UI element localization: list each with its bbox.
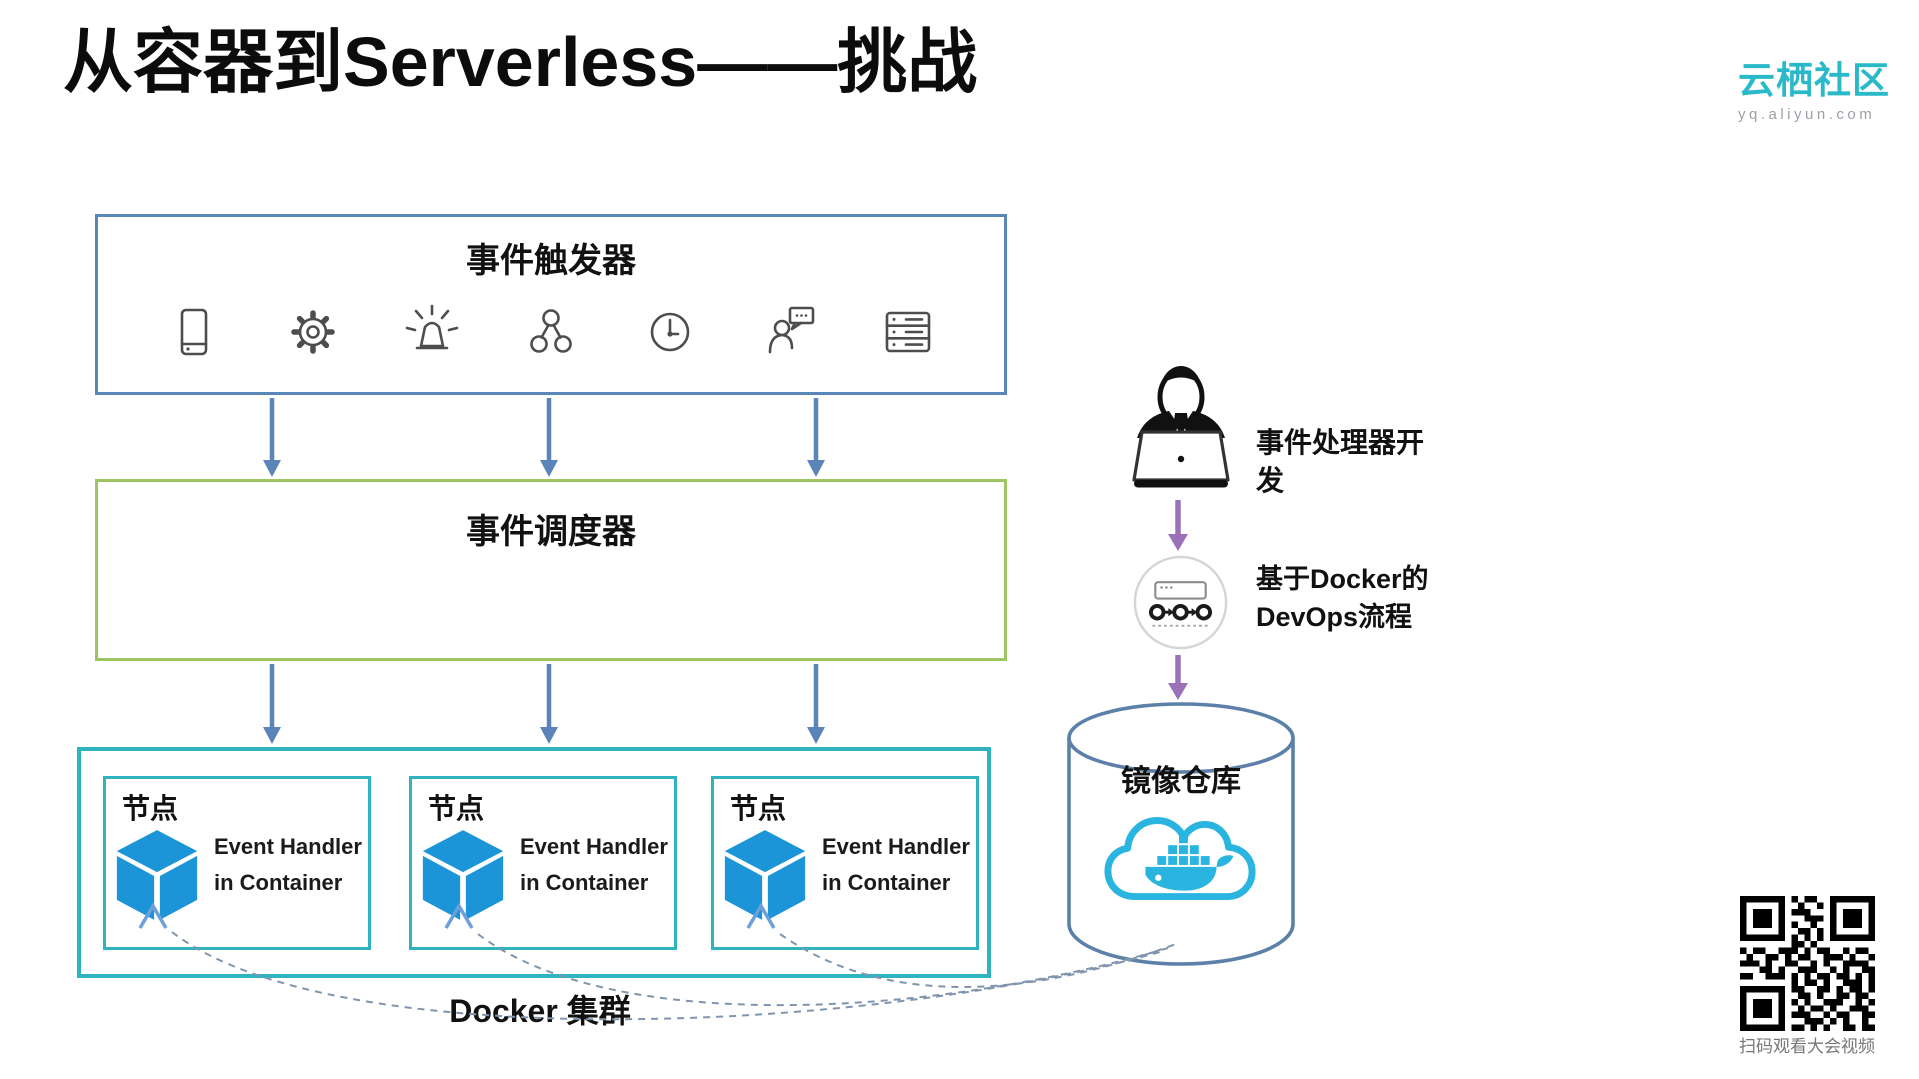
event-scheduler-title: 事件调度器 — [466, 513, 636, 551]
server-icon — [885, 311, 931, 353]
event-trigger-title: 事件触发器 — [466, 242, 636, 280]
event-scheduler-box: 事件调度器 — [95, 479, 1007, 661]
smartphone-icon — [180, 308, 208, 356]
logo-name: 云栖社区 — [1738, 60, 1890, 101]
chat-user-icon — [768, 306, 815, 354]
node-label: 节点 — [122, 793, 179, 824]
qr-code — [1740, 896, 1875, 1031]
container-cube-icon — [422, 830, 504, 920]
docker-cluster-caption: Docker 集群 — [449, 993, 631, 1029]
gear-icon — [291, 310, 335, 354]
yunqi-community-logo: 云栖社区 yq.aliyun.com — [1738, 50, 1908, 123]
node-box-1: 节点 Event Handler in Container — [103, 776, 371, 950]
clock-icon — [650, 312, 690, 352]
container-cube-icon — [116, 830, 198, 920]
share-network-icon — [530, 309, 572, 353]
logo-domain: yq.aliyun.com — [1738, 106, 1876, 123]
container-cube-icon — [724, 830, 806, 920]
docker-whale-cloud-icon — [1104, 817, 1256, 901]
developer-label: 事件处理器开发 — [1256, 427, 1425, 496]
node-box-2: 节点 Event Handler in Container — [409, 776, 677, 950]
siren-icon — [405, 304, 459, 350]
qr-caption: 扫码观看大会视频 — [1739, 1037, 1875, 1056]
node-label: 节点 — [428, 793, 485, 824]
trigger-icon-row — [98, 301, 1004, 363]
event-trigger-box: 事件触发器 — [95, 214, 1007, 395]
devops-label: 基于Docker的DevOps流程 — [1256, 564, 1429, 632]
page-title: 从容器到Serverless——挑战 — [63, 23, 978, 101]
docker-cluster-box: 节点 Event Handler in Container 节点 Event H… — [77, 747, 991, 978]
node-label: 节点 — [730, 793, 787, 824]
handler-text: Event Handler in Container — [520, 834, 668, 895]
image-registry: 镜像仓库 — [1064, 698, 1298, 973]
developer-laptop-icon — [1132, 366, 1230, 488]
handler-text: Event Handler in Container — [214, 834, 362, 895]
devops-pipeline-icon — [1133, 555, 1228, 650]
node-box-3: 节点 Event Handler in Container — [711, 776, 979, 950]
registry-label: 镜像仓库 — [1121, 765, 1241, 798]
handler-text: Event Handler in Container — [822, 834, 970, 895]
